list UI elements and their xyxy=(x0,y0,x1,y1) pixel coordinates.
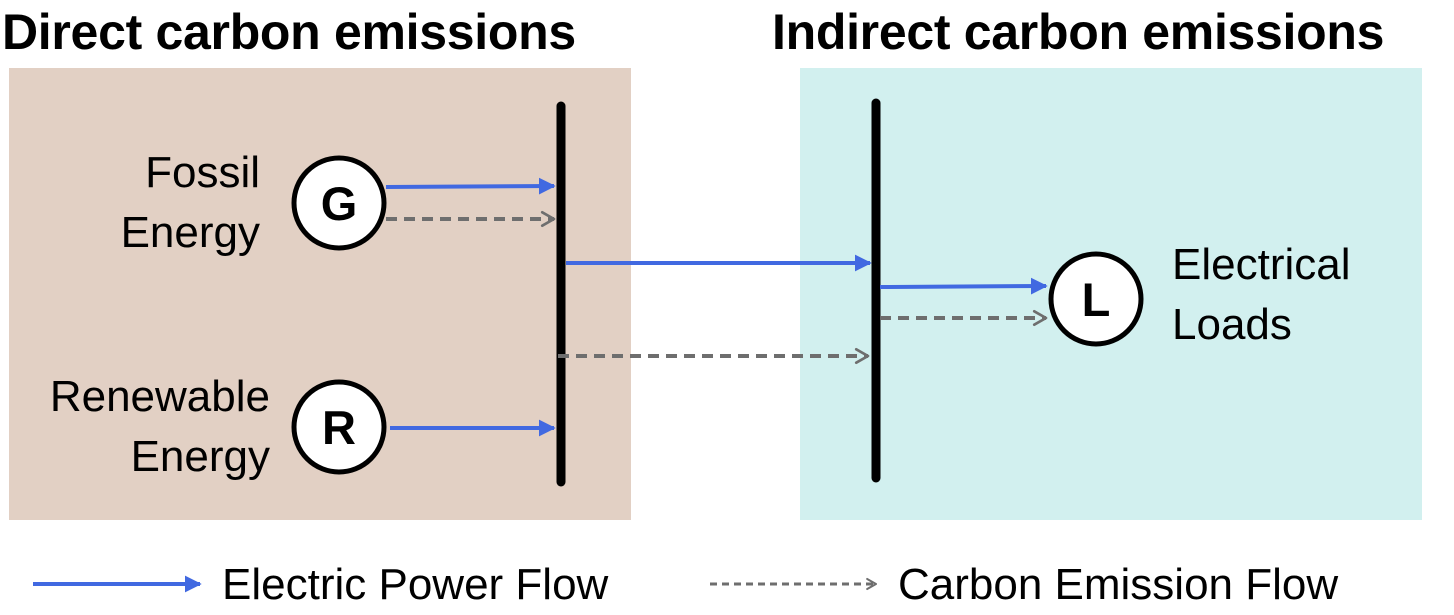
indirect-emissions-heading: Indirect carbon emissions xyxy=(772,4,1385,60)
renewable-label-line2: Energy xyxy=(130,432,270,481)
electrical-loads-label: Electrical Loads xyxy=(1172,235,1351,355)
renewable-generator-node: R xyxy=(291,379,387,475)
loads-label-line2: Loads xyxy=(1172,300,1292,349)
renewable-generator-symbol: R xyxy=(322,401,356,454)
fossil-generator-node: G xyxy=(291,155,387,251)
fossil-label-line2: Energy xyxy=(120,208,260,257)
load-power-flow-arrow xyxy=(879,277,1048,295)
fossil-energy-label: Fossil Energy xyxy=(60,143,260,263)
direct-emissions-heading: Direct carbon emissions xyxy=(2,4,576,60)
legend-power-flow-label: Electric Power Flow xyxy=(222,560,609,609)
fossil-label-line1: Fossil xyxy=(145,148,260,197)
electrical-load-node: L xyxy=(1048,251,1144,347)
renewable-energy-label: Renewable Energy xyxy=(10,367,270,487)
renewable-label-line1: Renewable xyxy=(49,372,270,421)
legend-carbon-flow-label: Carbon Emission Flow xyxy=(898,560,1339,609)
fossil-generator-symbol: G xyxy=(321,177,358,230)
loads-label-line1: Electrical xyxy=(1172,240,1351,289)
electrical-load-symbol: L xyxy=(1082,273,1111,326)
fossil-power-flow-arrow xyxy=(385,177,556,195)
